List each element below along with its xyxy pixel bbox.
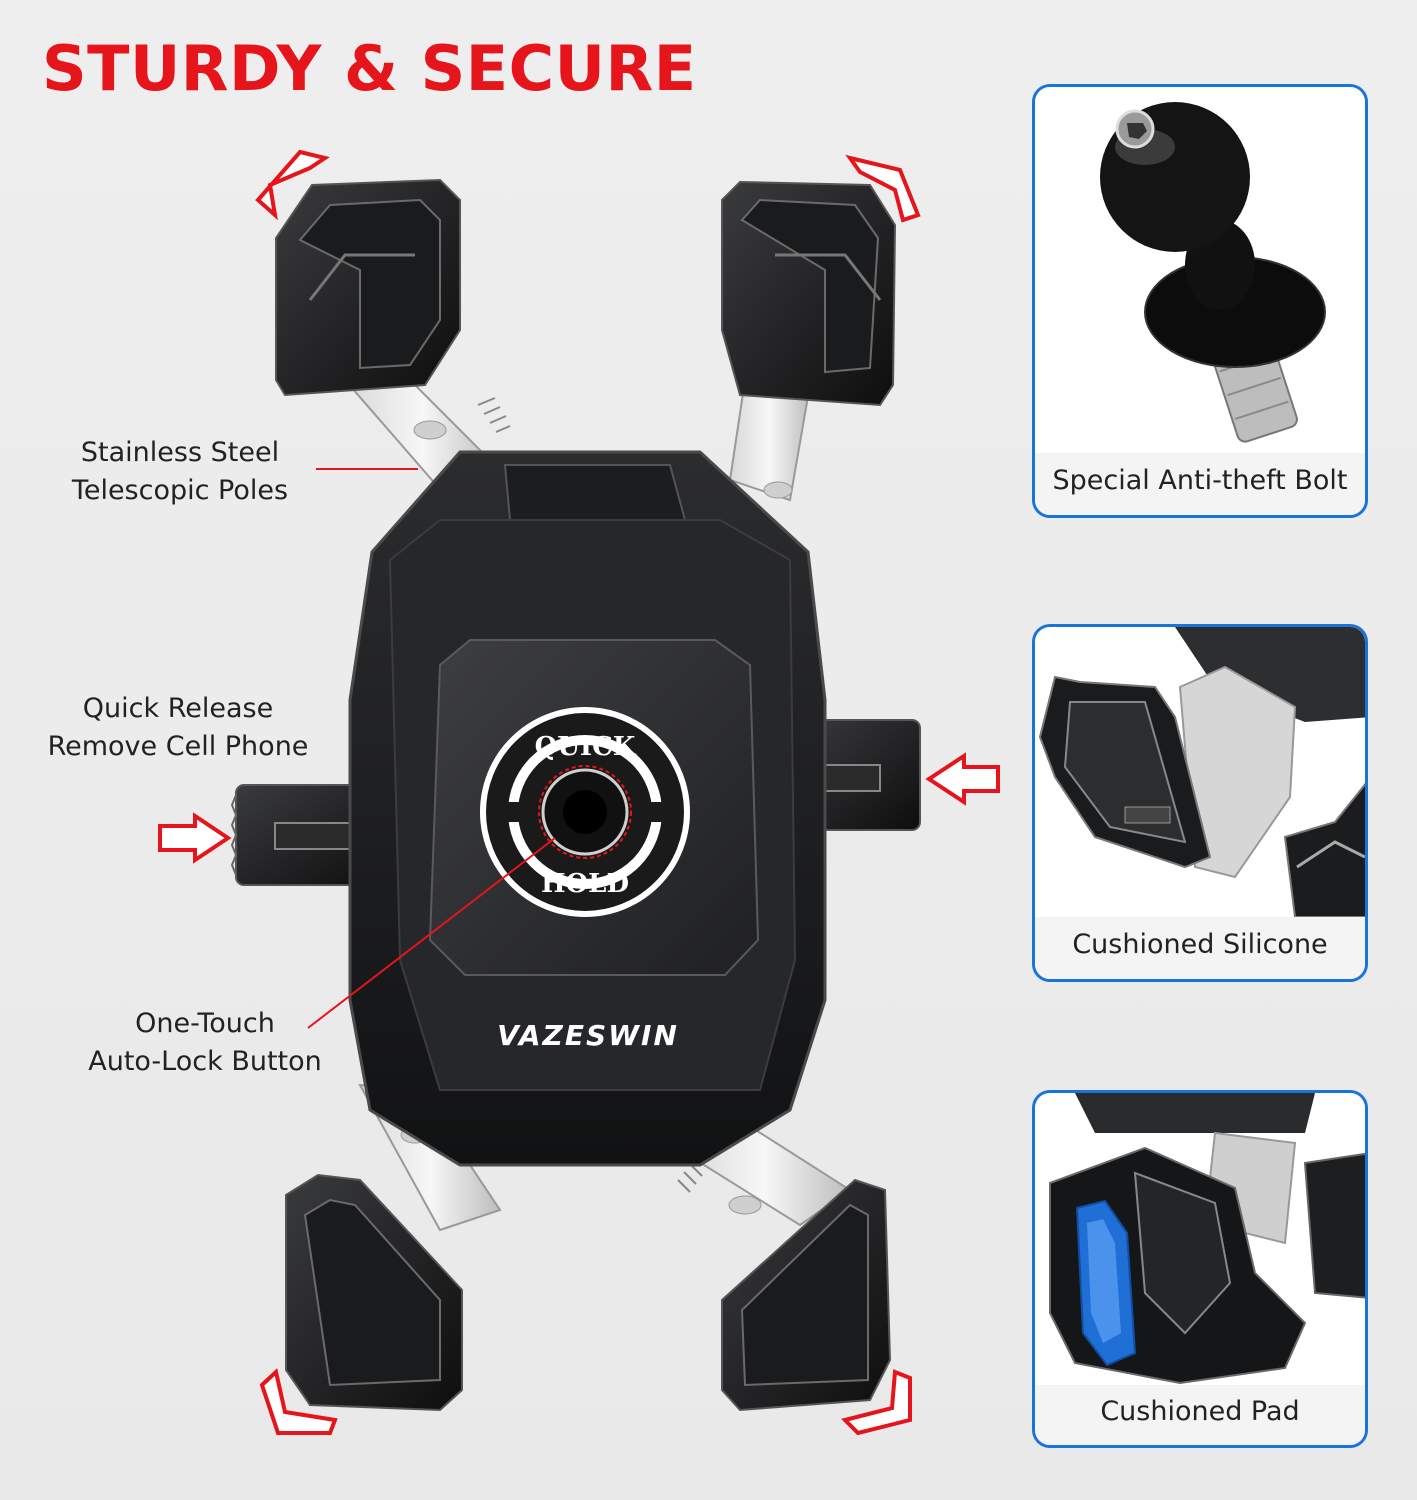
adjust-arrow-icons [158, 149, 1000, 1436]
callout-release-line1: Quick Release [82, 693, 274, 724]
card-caption-silicone: Cushioned Silicone [1035, 917, 1365, 979]
claw-bottom-right [721, 1178, 892, 1412]
button-leader-line [307, 837, 556, 1029]
holder-body: QUICK HOLD VAZESWIN [348, 450, 827, 1167]
claw-top-right [721, 180, 897, 407]
silicone-photo [1035, 627, 1365, 917]
arrow-bottom-right-icon [841, 1369, 912, 1436]
card-caption-pad: Cushioned Pad [1035, 1385, 1365, 1445]
anti-theft-bolt-icon [1100, 102, 1326, 443]
callout-auto-lock: One-Touch Auto-Lock Button [60, 1005, 350, 1081]
arrow-top-right-icon [845, 154, 921, 223]
arrow-bottom-left-icon [259, 1368, 338, 1435]
callout-poles-line2: Telescopic Poles [71, 475, 289, 506]
silicone-claw-icon [1038, 627, 1365, 917]
callout-release-line2: Remove Cell Phone [47, 731, 309, 762]
knob-label-top: QUICK [535, 732, 637, 762]
cushioned-pad-icon [1049, 1093, 1365, 1385]
claw-top-left [275, 178, 461, 397]
headline: STURDY & SECURE [42, 32, 697, 105]
callout-poles-line1: Stainless Steel [80, 437, 280, 468]
brand-logo: VAZESWIN [497, 1019, 679, 1052]
feature-card-pad: Cushioned Pad [1032, 1090, 1368, 1448]
card-caption-bolt: Special Anti-theft Bolt [1035, 455, 1365, 515]
callout-telescopic-poles: Stainless Steel Telescopic Poles [40, 434, 320, 510]
feature-card-silicone: Cushioned Silicone [1032, 624, 1368, 982]
pad-photo [1035, 1093, 1365, 1385]
callout-button-line1: One-Touch [135, 1008, 275, 1039]
feature-card-bolt: Special Anti-theft Bolt [1032, 84, 1368, 518]
arrow-top-left-icon [255, 149, 330, 221]
callout-button-line2: Auto-Lock Button [88, 1046, 322, 1077]
arrow-push-right-icon [158, 812, 232, 864]
callout-quick-release: Quick Release Remove Cell Phone [28, 690, 328, 766]
knob-label-bottom: HOLD [541, 869, 629, 899]
arrow-push-left-icon [925, 752, 1000, 806]
phone-holder-illustration: QUICK HOLD VAZESWIN [158, 149, 1000, 1436]
claw-bottom-left [285, 1173, 463, 1412]
bolt-photo [1035, 87, 1365, 453]
